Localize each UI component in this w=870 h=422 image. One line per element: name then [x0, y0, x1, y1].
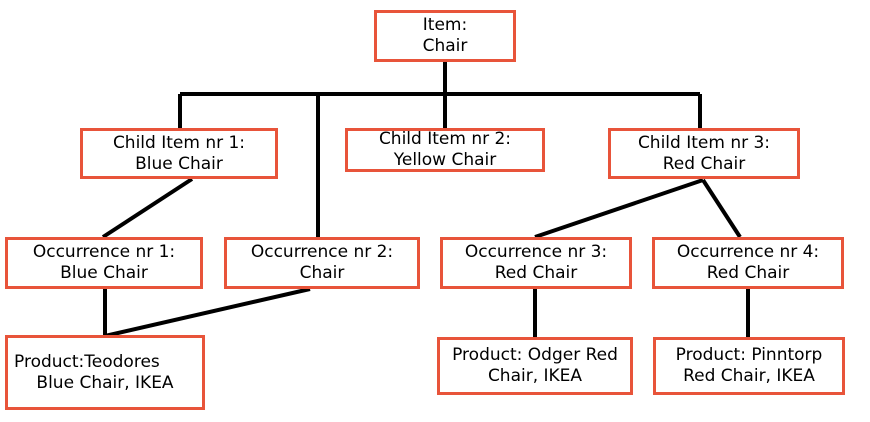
node-line: Product:Teodores — [14, 351, 160, 372]
node-line: Child Item nr 1: — [112, 132, 246, 153]
node-item-chair[interactable]: Item: Chair — [374, 10, 516, 62]
node-occurrence-4[interactable]: Occurrence nr 4: Red Chair — [652, 237, 844, 289]
node-line: Product: Odger Red — [452, 345, 618, 366]
node-product-odger[interactable]: Product: Odger Red Chair, IKEA — [437, 337, 633, 395]
node-occurrence-3[interactable]: Occurrence nr 3: Red Chair — [440, 237, 632, 289]
node-line: Red Chair — [494, 263, 578, 283]
node-line: Chair — [299, 263, 345, 283]
edge-child-1-to-occurrence-1 — [101, 177, 194, 239]
node-line: Occurrence nr 3: — [464, 242, 608, 263]
node-line: Occurrence nr 2: — [250, 242, 394, 263]
edge-occurrence-2-to-product-teodores — [104, 287, 311, 338]
node-line: Blue Chair — [135, 153, 223, 174]
node-line: Chair, IKEA — [487, 366, 583, 386]
node-line: Red Chair — [706, 263, 790, 283]
node-line: Yellow Chair — [393, 150, 497, 170]
node-line: Red Chair, IKEA — [683, 366, 815, 386]
node-line: Occurrence nr 4: — [676, 242, 820, 263]
node-line: Chair — [422, 36, 468, 56]
node-child-item-3[interactable]: Child Item nr 3: Red Chair — [608, 128, 800, 179]
node-occurrence-1[interactable]: Occurrence nr 1: Blue Chair — [5, 237, 203, 289]
node-line: Blue Chair, IKEA — [36, 372, 174, 393]
node-line: Product: Pinntorp — [675, 345, 823, 366]
node-child-item-1[interactable]: Child Item nr 1: Blue Chair — [80, 128, 278, 179]
node-product-teodores[interactable]: Product:Teodores Blue Chair, IKEA — [5, 335, 205, 410]
node-line: Occurrence nr 1: — [32, 242, 176, 263]
node-line: Child Item nr 2: — [378, 129, 512, 150]
edge-child-3-to-occurrence-4 — [701, 178, 742, 239]
node-line: Item: — [422, 15, 468, 36]
node-product-pinntorp[interactable]: Product: Pinntorp Red Chair, IKEA — [653, 337, 845, 395]
edge-child-3-to-occurrence-3 — [534, 178, 704, 239]
node-line: Child Item nr 3: — [637, 132, 771, 153]
node-line: Red Chair — [662, 153, 746, 174]
node-occurrence-2[interactable]: Occurrence nr 2: Chair — [224, 237, 420, 289]
node-line: Blue Chair — [60, 263, 148, 283]
node-child-item-2[interactable]: Child Item nr 2: Yellow Chair — [345, 128, 545, 172]
